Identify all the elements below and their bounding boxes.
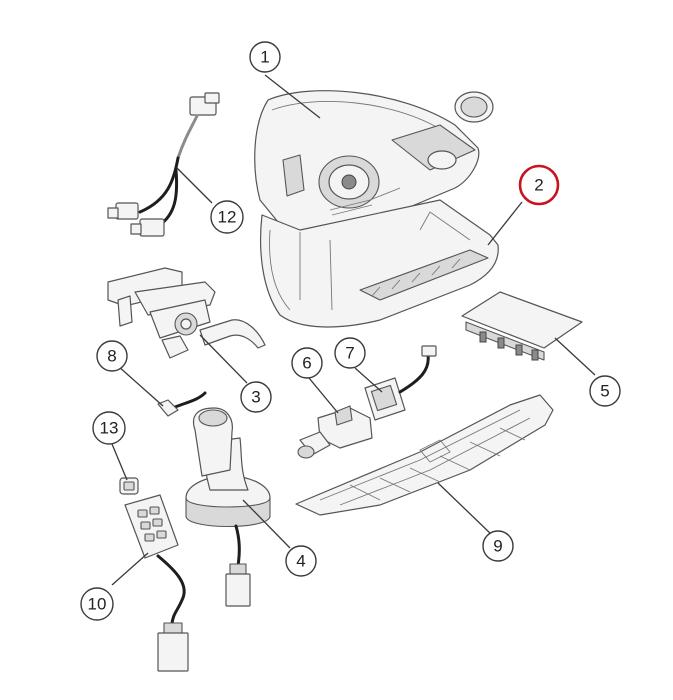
callout-2-label: 2 <box>534 176 543 195</box>
part-5-circuit-board <box>461 291 583 361</box>
part-13-bushing <box>119 477 139 495</box>
part-1-upper-cover <box>254 90 480 236</box>
part-8-screw <box>157 391 207 417</box>
callout-2-highlight-ring <box>518 164 560 206</box>
callout-2: 2 <box>518 164 560 206</box>
callout-13: 13 <box>92 411 126 445</box>
part-10-keypad <box>124 494 189 672</box>
part-7-receptacle <box>364 345 437 421</box>
callout-6: 6 <box>291 347 323 379</box>
callout-5-label: 5 <box>600 382 609 401</box>
callout-4-label: 4 <box>296 552 305 571</box>
callout-10: 10 <box>80 587 114 621</box>
part-4-joystick <box>185 407 271 607</box>
part-6-connector-switch <box>297 405 373 459</box>
callout-13-label: 13 <box>100 419 119 438</box>
callout-5: 5 <box>589 375 621 407</box>
part-12-wiring-harness <box>107 92 220 237</box>
callout-7-label: 7 <box>345 344 354 363</box>
part-3-mount-bracket <box>107 267 266 359</box>
callout-7: 7 <box>334 337 366 369</box>
callout-1: 1 <box>249 41 281 73</box>
callout-12-label: 12 <box>218 208 237 227</box>
callout-10-label: 10 <box>88 595 107 614</box>
part-9-bottom-plate <box>295 394 554 516</box>
callout-4: 4 <box>285 545 317 577</box>
leader-lines <box>111 74 596 586</box>
callout-3-label: 3 <box>251 388 260 407</box>
callout-12: 12 <box>210 200 244 234</box>
callout-9-label: 9 <box>493 537 502 556</box>
callout-6-label: 6 <box>302 354 311 373</box>
callout-3: 3 <box>240 381 272 413</box>
callout-9: 9 <box>482 530 514 562</box>
callout-8-label: 8 <box>107 347 116 366</box>
callout-1-label: 1 <box>260 48 269 67</box>
part-1-lens-cap <box>454 91 494 123</box>
callout-8: 8 <box>96 340 128 372</box>
part-2-lower-housing <box>260 199 499 328</box>
